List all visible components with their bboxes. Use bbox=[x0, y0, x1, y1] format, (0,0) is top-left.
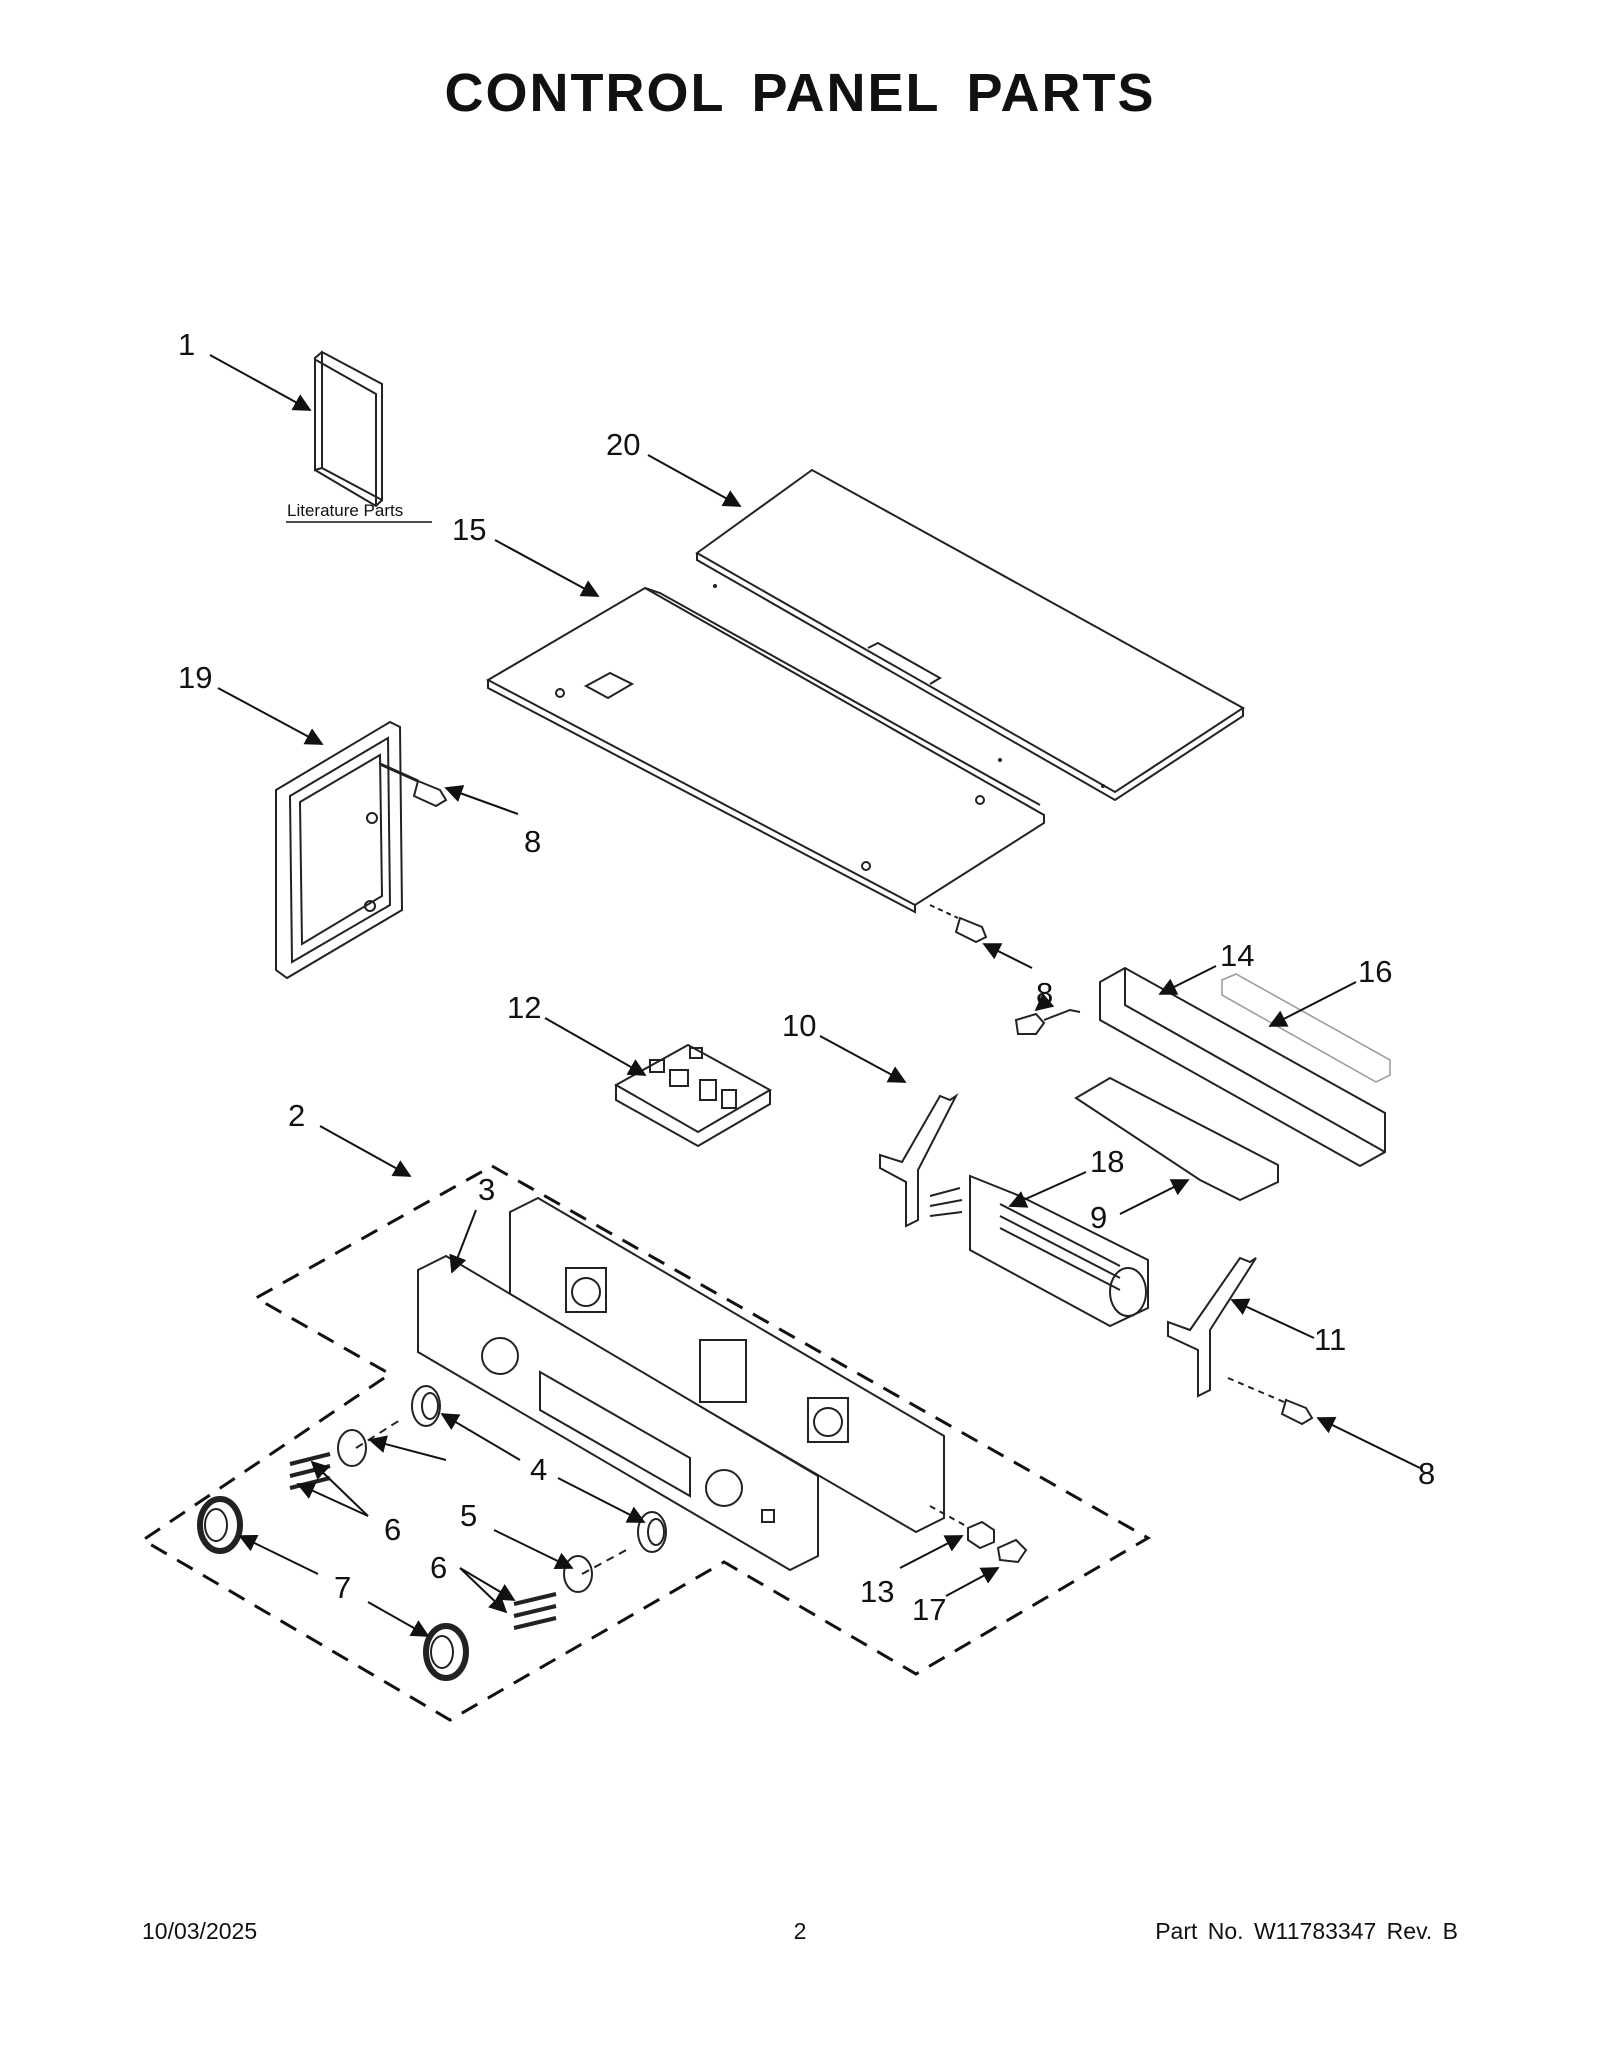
callout-5: 5 bbox=[460, 1498, 477, 1533]
callout-18: 18 bbox=[1090, 1144, 1124, 1179]
callout-16: 16 bbox=[1358, 954, 1392, 989]
top-cover-panel bbox=[695, 468, 1245, 802]
callout-4: 4 bbox=[530, 1452, 547, 1487]
control-panel-assembly-outline bbox=[140, 1164, 1152, 1722]
knob-pins-left bbox=[289, 1452, 331, 1490]
callout-11: 11 bbox=[1314, 1322, 1346, 1357]
callout-13: 13 bbox=[860, 1574, 894, 1609]
callout-7: 7 bbox=[334, 1570, 351, 1605]
knob-right bbox=[423, 1623, 469, 1681]
knob-left bbox=[197, 1496, 243, 1554]
literature-parts-booklet bbox=[286, 350, 432, 523]
knob-base-right bbox=[563, 1547, 631, 1593]
callout-8-lower-right: 8 bbox=[1418, 1456, 1435, 1491]
callout-20: 20 bbox=[606, 427, 640, 462]
page-title: CONTROL PANEL PARTS bbox=[444, 63, 1156, 123]
callout-17: 17 bbox=[912, 1592, 946, 1627]
retaining-ring-left bbox=[411, 1385, 441, 1427]
air-duct bbox=[1074, 1076, 1279, 1202]
knob-pins-right bbox=[513, 1592, 557, 1630]
callout-8-upper-left: 8 bbox=[524, 824, 541, 859]
callout-2: 2 bbox=[288, 1098, 305, 1133]
knob-base-left bbox=[337, 1419, 401, 1467]
cooling-fan bbox=[929, 1174, 1149, 1328]
callout-6-left: 6 bbox=[384, 1512, 401, 1547]
screw-right-bracket bbox=[1014, 1008, 1081, 1035]
support-bracket bbox=[1099, 966, 1386, 1168]
gasket-strip bbox=[1221, 973, 1391, 1083]
side-gasket-bracket bbox=[275, 720, 404, 980]
screw-small bbox=[996, 1538, 1028, 1564]
callout-8-center: 8 bbox=[1036, 976, 1053, 1011]
footer-part-number: Part No. W11783347 Rev. B bbox=[1155, 1918, 1458, 1944]
screw-center bbox=[929, 904, 988, 944]
clip bbox=[929, 1505, 995, 1550]
callout-6-right: 6 bbox=[430, 1550, 447, 1585]
literature-parts-label: Literature Parts bbox=[287, 501, 403, 520]
sub-cover-panel bbox=[485, 584, 1045, 914]
bracket-left bbox=[879, 1093, 959, 1228]
screw-upper-left bbox=[379, 762, 448, 808]
callout-15: 15 bbox=[452, 512, 486, 547]
control-board bbox=[613, 1043, 773, 1148]
retaining-ring-right bbox=[637, 1511, 667, 1553]
callout-10: 10 bbox=[782, 1008, 816, 1043]
bracket-right bbox=[1167, 1256, 1257, 1398]
footer-page-number: 2 bbox=[793, 1918, 807, 1944]
callout-14: 14 bbox=[1220, 938, 1254, 973]
screw-lower-right bbox=[1227, 1377, 1314, 1426]
callout-9: 9 bbox=[1090, 1200, 1107, 1235]
callout-19: 19 bbox=[178, 660, 212, 695]
callout-1: 1 bbox=[178, 327, 195, 362]
callout-12: 12 bbox=[507, 990, 541, 1025]
callout-3: 3 bbox=[478, 1172, 495, 1207]
control-panel-front bbox=[417, 1254, 819, 1572]
callout-labels: 1 20 15 19 8 8 12 14 16 8 10 2 18 9 3 11… bbox=[178, 327, 1435, 1627]
footer-date: 10/03/2025 bbox=[142, 1918, 258, 1944]
leader-lines bbox=[209, 354, 1421, 1637]
